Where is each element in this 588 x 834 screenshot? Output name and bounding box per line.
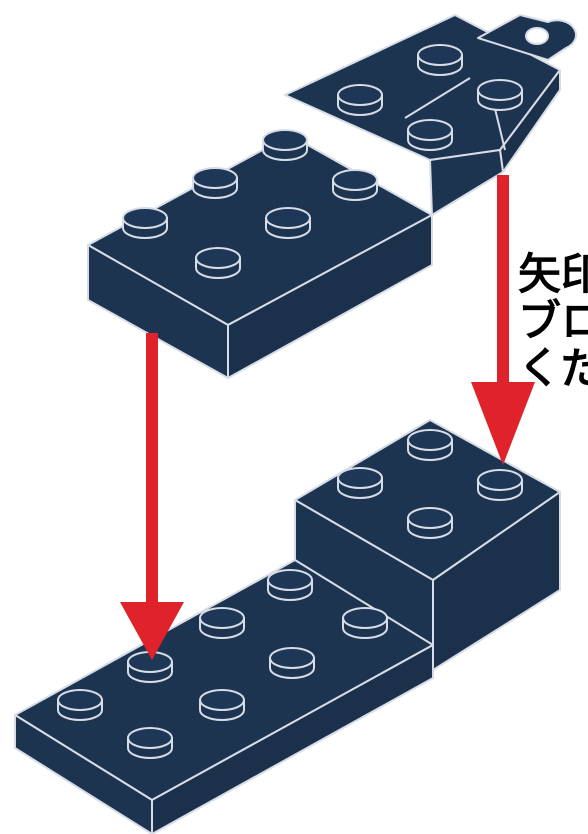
instruction-text: 矢印 ブロ くだ — [518, 252, 588, 393]
instruction-line-1: 矢印 — [518, 250, 588, 300]
upper-plate-with-clip — [284, 14, 577, 216]
down-arrow-icon — [471, 175, 535, 465]
lower-2x4-plate — [14, 559, 434, 834]
upper-2x4-brick — [87, 129, 433, 379]
down-arrow-icon — [120, 333, 184, 660]
instruction-line-2: ブロ — [518, 297, 588, 347]
instruction-line-3: くだ — [518, 344, 588, 394]
